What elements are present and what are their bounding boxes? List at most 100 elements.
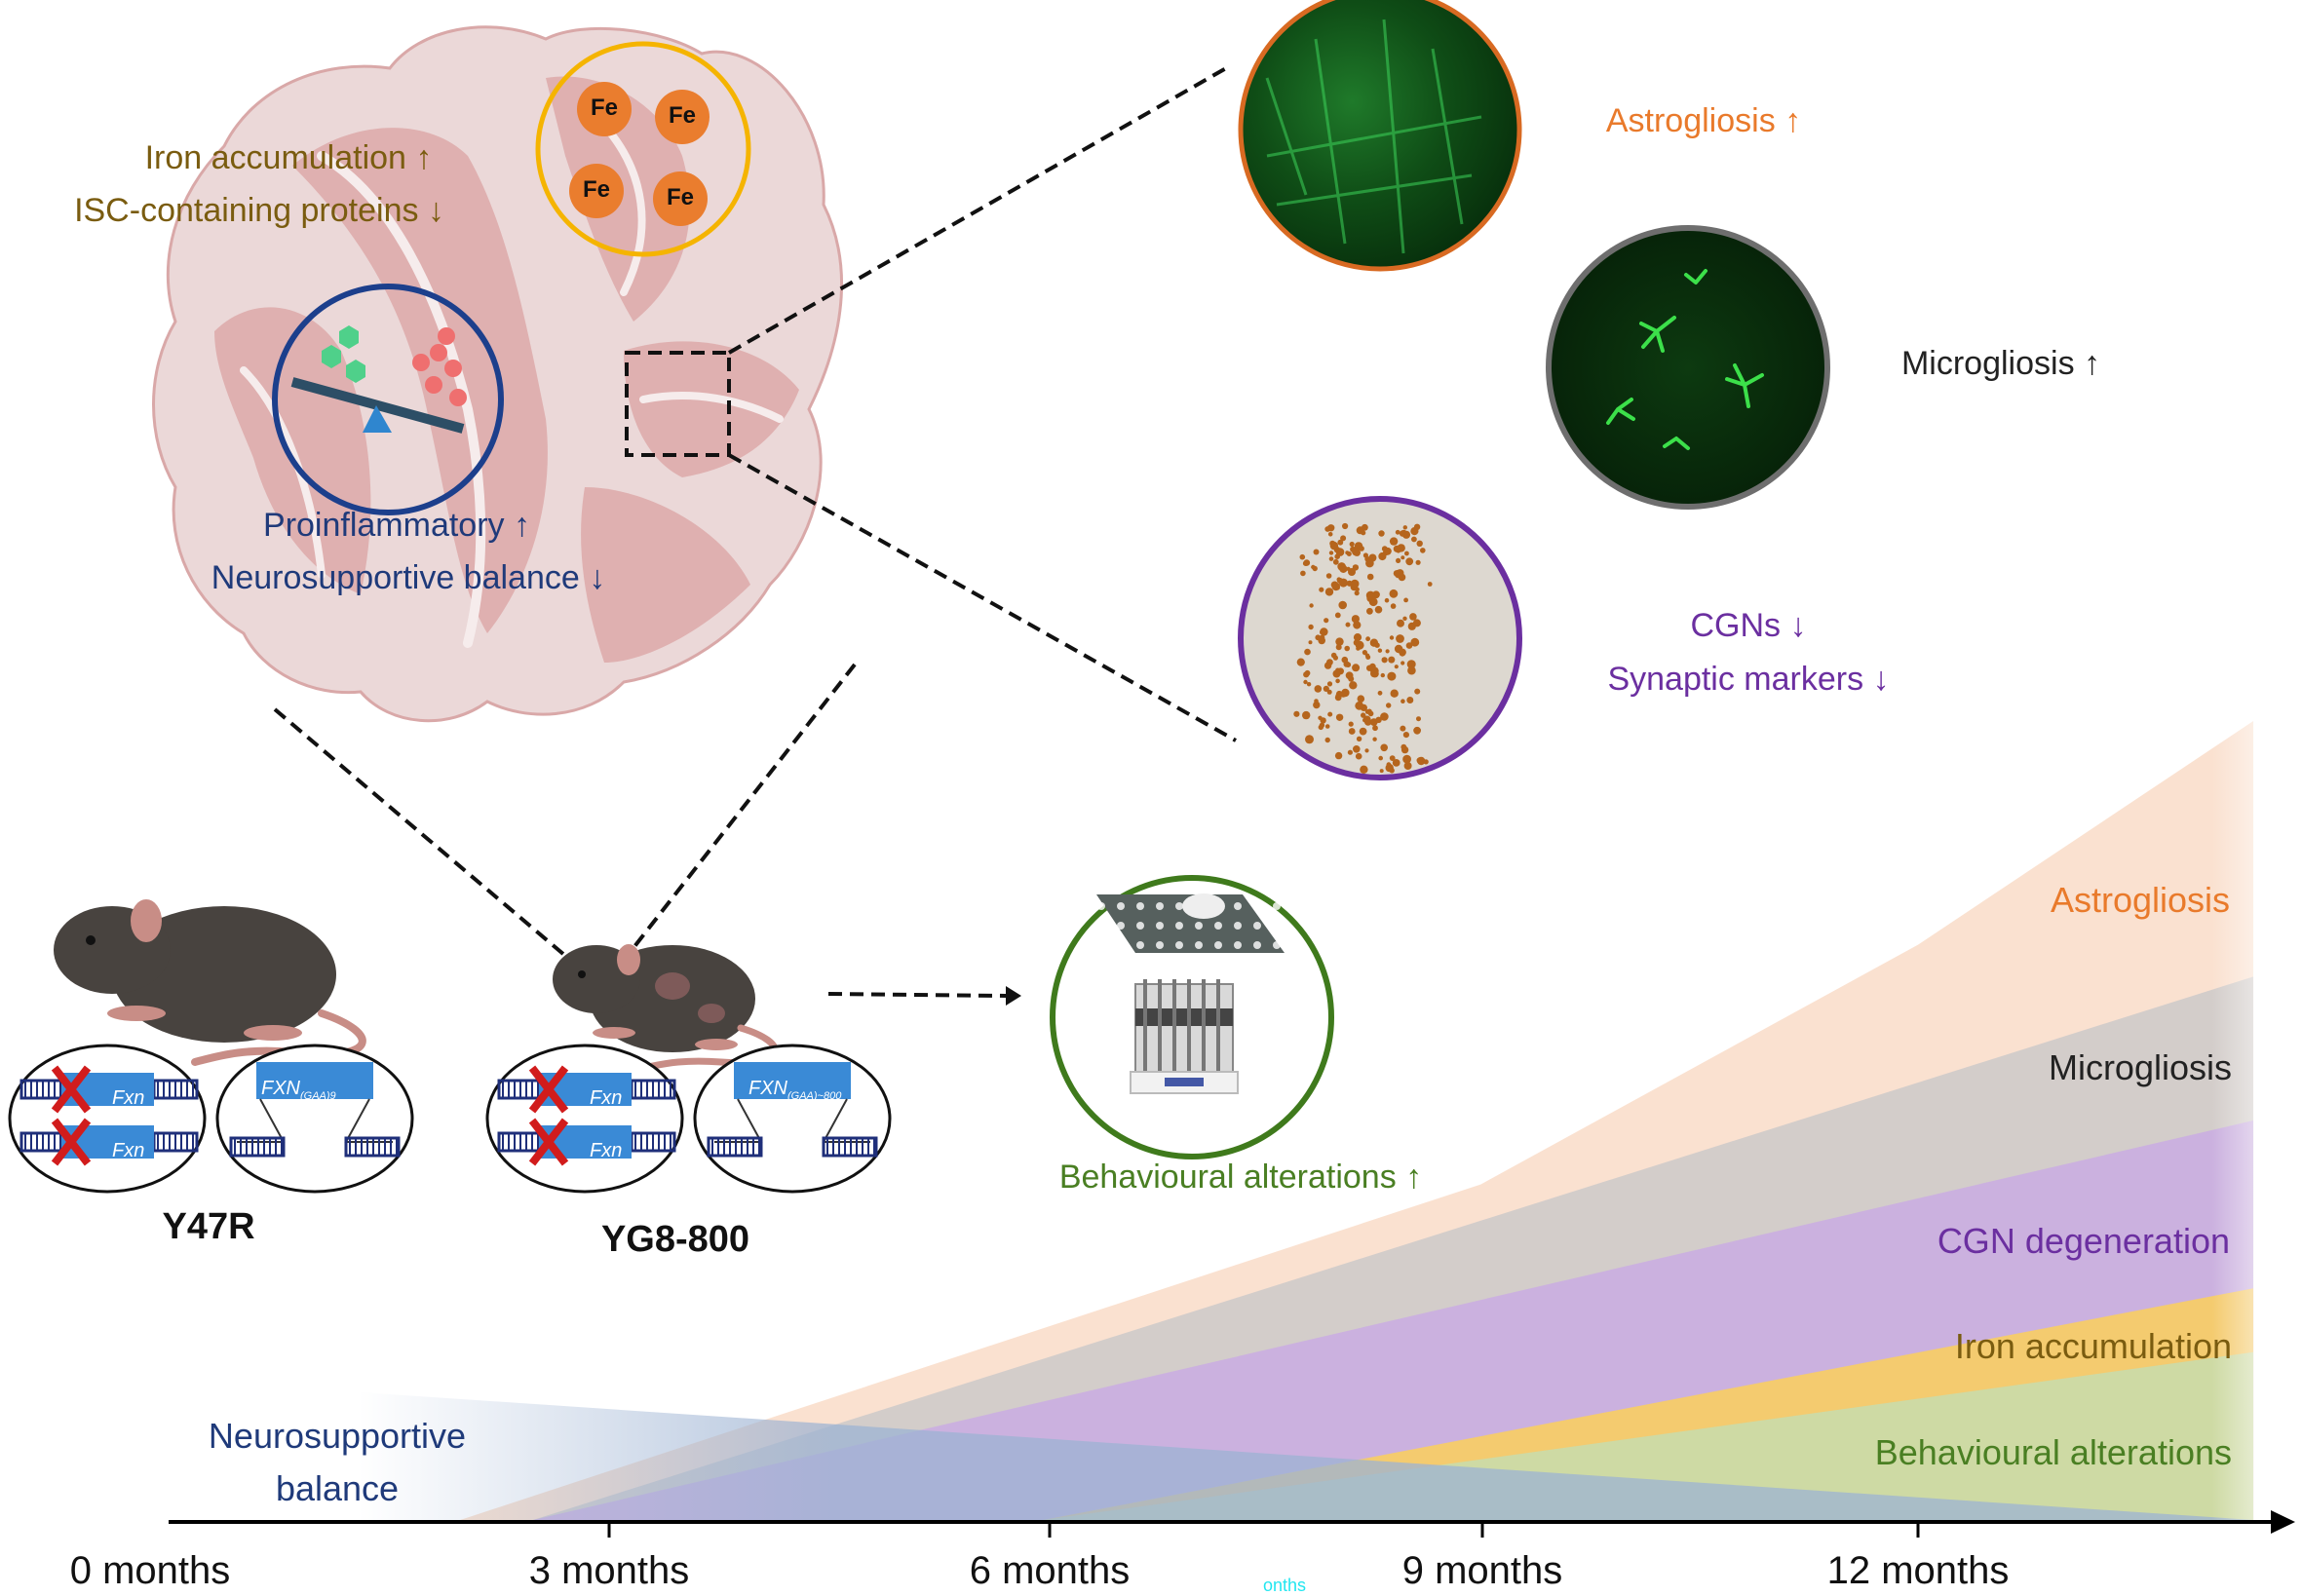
cgn-stain-dot [1326, 659, 1333, 666]
cgn-stain-dot [1386, 703, 1392, 708]
cgn-stain-dot [1361, 712, 1366, 718]
cgn-stain-dot [1349, 681, 1358, 690]
cgn-stain-dot [1305, 735, 1314, 744]
astrogliosis-label: Astrogliosis ↑ [1605, 102, 1802, 139]
timeline-label-behaviour: Behavioural alterations [1874, 1432, 2232, 1472]
cgn-stain-dot [1365, 655, 1371, 660]
cgn-stain-dot [1378, 551, 1387, 561]
transgene-name: FXN [748, 1078, 787, 1099]
cgn-stain-dot [1365, 590, 1375, 600]
cgn-stain-dot [1335, 678, 1340, 684]
fxn-gene-label: Fxn [112, 1087, 145, 1109]
tick-label-3: 3 months [528, 1549, 690, 1592]
area-neurosupportive-balance [358, 1391, 2254, 1520]
cgn-stain-dot [1388, 656, 1396, 664]
cgn-stain-dot [1308, 640, 1313, 645]
isc-proteins-label: ISC-containing proteins ↓ [74, 192, 444, 229]
cgn-stain-dot [1355, 635, 1361, 641]
fe-label: Fe [590, 95, 619, 121]
cgn-stain-dot [1372, 737, 1377, 741]
cgn-stain-dot [1355, 587, 1360, 592]
cgn-stain-dot [1350, 579, 1360, 589]
cgn-stain-dot [1366, 607, 1373, 615]
cgn-stain-dot [1335, 548, 1345, 556]
fxn-transgene-block [256, 1062, 373, 1099]
timeline-areas [358, 721, 2254, 1520]
timeline-label-neuro-2: balance [275, 1468, 400, 1508]
cgn-stain-dot [1372, 725, 1378, 732]
cgn-stain-dot [1385, 649, 1390, 654]
cgn-stain-dot [1362, 523, 1368, 531]
cgn-stain-dot [1319, 634, 1325, 641]
cgn-stain-dot [1334, 751, 1343, 760]
behavioural-alterations-label: Behavioural alterations ↑ [1058, 1159, 1423, 1196]
transgene-repeat: (GAA)9 [300, 1090, 336, 1102]
cgn-stain-dot [1335, 644, 1342, 651]
fe-label: Fe [668, 102, 697, 129]
iron-particle [655, 90, 710, 144]
cgn-stain-dot [1374, 642, 1380, 648]
astrogliosis-micrograph [1238, 0, 1522, 272]
cgn-stain-dot [1402, 754, 1411, 764]
proinflammatory-label: Proinflammatory ↑ [263, 507, 530, 544]
cgn-stain-dot [1389, 755, 1396, 761]
iron-highlight-ring [535, 41, 751, 257]
tick-label-6: 6 months [969, 1549, 1131, 1592]
cgn-stain-dot [1414, 688, 1421, 695]
cgn-stain-dot [1366, 708, 1372, 714]
fxn-gene-label: Fxn [590, 1140, 623, 1161]
cgn-stain-dot [1338, 578, 1348, 588]
timeline-axis [169, 1510, 2295, 1538]
cgn-stain-dot [1313, 701, 1321, 709]
cgn-stain-dot [1352, 664, 1361, 672]
fxn-transgene-label: FXN(GAA)~800 [748, 1079, 841, 1102]
synaptic-markers-label: Synaptic markers ↓ [1607, 661, 1890, 698]
cgn-stain-dot [1303, 679, 1308, 685]
cgn-stain-dot [1329, 540, 1336, 547]
cgn-stain-dot [1427, 582, 1433, 587]
cgn-stain-dot [1370, 669, 1379, 678]
balance-icon [272, 284, 504, 515]
cgn-stain-dot [1390, 689, 1399, 698]
cgn-stain-dot [1311, 564, 1316, 570]
fxn-transgene-block [734, 1062, 851, 1099]
cgn-stain-dot [1351, 615, 1360, 624]
cgn-stain-dot [1375, 716, 1382, 723]
cgn-stain-dot [1357, 695, 1365, 703]
cgn-stain-dot [1361, 530, 1366, 536]
cgn-stain-dot [1413, 523, 1421, 530]
cgn-stain-dot [1360, 765, 1368, 774]
cgn-stain-dot [1334, 694, 1342, 702]
cgn-stain-dot [1353, 745, 1361, 753]
cgn-stain-dot [1339, 564, 1348, 574]
cgn-stain-dot [1324, 618, 1329, 624]
cgn-stain-dot [1389, 537, 1399, 546]
cgn-stain-dot [1306, 682, 1312, 687]
cgn-stain-dot [1323, 685, 1329, 693]
cgn-stain-dot [1396, 557, 1401, 564]
strain-label-yg8-800: YG8-800 [600, 1219, 750, 1260]
cgn-stain-dot [1348, 728, 1356, 735]
cgn-stain-dot [1380, 712, 1389, 721]
cgn-stain-dot [1403, 762, 1412, 770]
cgn-stain-dot [1389, 589, 1399, 598]
arrow-head [1006, 986, 1021, 1006]
mouse-y47r [54, 899, 366, 1066]
cgn-stain-dot [1366, 573, 1374, 581]
cgn-stain-dot [1420, 548, 1426, 553]
iron-particle [577, 82, 632, 136]
cgn-stain-dot [1348, 568, 1356, 576]
cgn-stain-dot [1332, 558, 1339, 565]
cgns-label: CGNs ↓ [1690, 607, 1807, 644]
cgn-stain-dot [1335, 637, 1344, 646]
cgn-stain-dot [1344, 645, 1350, 652]
cgn-stain-dot [1324, 737, 1330, 743]
cgn-stain-dot [1403, 597, 1408, 603]
knockout-genotype-ellipse [8, 1044, 207, 1194]
cgn-stain-dot [1313, 549, 1320, 555]
cgn-stain-dot [1342, 522, 1349, 530]
cgn-stain-dot [1326, 681, 1333, 687]
cgn-stain-dot [1327, 711, 1333, 717]
neurosupportive-balance-label: Neurosupportive balance ↓ [211, 559, 606, 596]
cgn-stain-dot [1365, 636, 1370, 642]
